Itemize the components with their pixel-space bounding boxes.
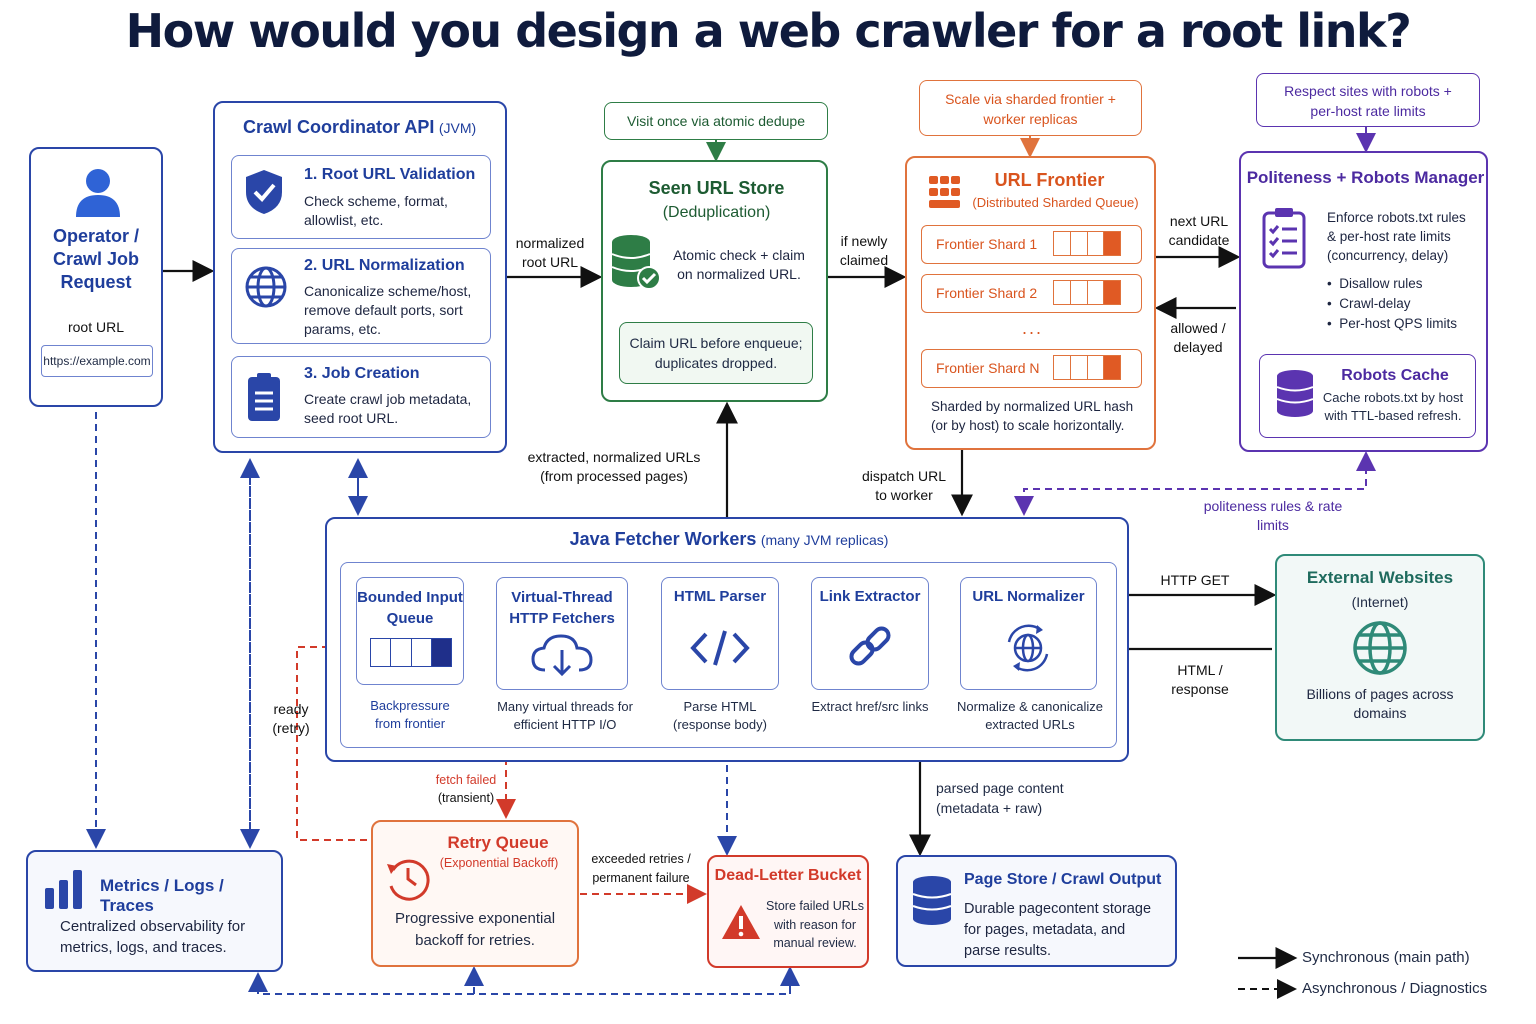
code-icon xyxy=(690,630,750,666)
warning-icon xyxy=(722,905,760,939)
coordinator-panel: Crawl Coordinator API (JVM) 1. Root URL … xyxy=(213,101,507,453)
root-url-field[interactable]: https://example.com xyxy=(41,345,153,377)
edge-label-dispatch: dispatch URL to worker xyxy=(861,468,947,503)
politeness-desc: Enforce robots.txt rules & per-host rate… xyxy=(1327,210,1466,263)
clipboard-icon xyxy=(248,373,280,421)
seen-store-subtitle: (Deduplication) xyxy=(662,204,771,221)
stage-html-parser: HTML Parser xyxy=(661,577,779,690)
user-icon xyxy=(76,169,120,217)
frontier-shard: Frontier Shard N xyxy=(921,349,1142,388)
step-root-validation: 1. Root URL Validation Check scheme, for… xyxy=(231,155,491,239)
globe-icon xyxy=(245,266,287,308)
external-panel: External Websites (Internet) Billions of… xyxy=(1275,554,1485,741)
retry-panel: Retry Queue (Exponential Backoff) Progre… xyxy=(371,820,579,967)
database-check-icon xyxy=(611,235,661,290)
stage-caption: Many virtual threads for efficient HTTP … xyxy=(497,699,633,732)
robots-cache: Robots Cache Cache robots.txt by host wi… xyxy=(1259,354,1476,438)
page-store-desc: Durable pagecontent storage for pages, m… xyxy=(964,901,1152,959)
checklist-icon xyxy=(1262,208,1306,269)
legend-sync: Synchronous (main path) xyxy=(1302,949,1470,966)
legend-async: Asynchronous / Diagnostics xyxy=(1302,980,1488,997)
frontier-title: URL Frontier xyxy=(994,170,1105,190)
edge-label-html-response: HTML / response xyxy=(1171,662,1229,697)
stage-caption: Backpressure from frontier xyxy=(370,698,450,731)
frontier-ellipsis: ... xyxy=(1021,318,1043,338)
edge-label-normalized-root: normalized root URL xyxy=(515,235,585,270)
edge-label-transient: (transient) xyxy=(437,791,495,805)
stage-link-extractor: Link Extractor xyxy=(811,577,929,690)
stage-url-normalizer: URL Normalizer xyxy=(960,577,1097,690)
stage-caption: Parse HTML (response body) xyxy=(673,699,767,732)
seen-store-note: Claim URL before enqueue; duplicates dro… xyxy=(619,322,813,384)
operator-title: Operator / Crawl Job Request xyxy=(52,226,140,292)
root-url-label: root URL xyxy=(67,319,125,335)
retry-title: Retry Queue xyxy=(447,833,549,852)
stage-caption: Extract href/src links xyxy=(811,699,929,714)
edge-label-if-newly: if newly claimed xyxy=(839,233,889,268)
step-job-creation: 3. Job Creation Create crawl job metadat… xyxy=(231,356,491,438)
edge-label-ready: ready (retry) xyxy=(272,701,310,736)
edge-label-next-url: next URL candidate xyxy=(1168,213,1230,248)
edge-label-exceeded: exceeded retries / permanent failure xyxy=(591,852,691,885)
page-title: How would you design a web crawler for a… xyxy=(125,4,1412,58)
clock-retry-icon xyxy=(387,859,430,901)
frontier-note: Sharded by normalized URL hash (or by ho… xyxy=(931,399,1134,433)
frontier-shard: Frontier Shard 1 xyxy=(921,225,1142,264)
stage-bounded-queue: Bounded Input Queue xyxy=(356,577,464,685)
frontier-shard: Frontier Shard 2 xyxy=(921,274,1142,313)
page-store-title: Page Store / Crawl Output xyxy=(964,871,1162,888)
queue-slots-icon xyxy=(370,638,452,667)
cloud-download-icon xyxy=(531,634,593,677)
operator-panel: Operator / Crawl Job Request root URL ht… xyxy=(29,147,163,407)
page-store-panel: Page Store / Crawl Output Durable pageco… xyxy=(896,855,1177,967)
stage-http-fetchers: Virtual-Thread HTTP Fetchers xyxy=(496,577,628,690)
edge-label-politeness-rules: politeness rules & rate limits xyxy=(1203,498,1343,533)
dlq-title: Dead-Letter Bucket xyxy=(714,867,862,884)
retry-subtitle: (Exponential Backoff) xyxy=(439,856,559,870)
frontier-subtitle: (Distributed Sharded Queue) xyxy=(972,195,1139,210)
database-icon xyxy=(912,876,952,925)
frontier-panel: URL Frontier (Distributed Sharded Queue)… xyxy=(905,156,1156,450)
external-desc: Billions of pages across domains xyxy=(1306,686,1454,721)
metrics-title: Metrics / Logs / Traces xyxy=(100,876,224,915)
metrics-panel: Metrics / Logs / Traces Centralized obse… xyxy=(26,850,283,972)
external-title: External Websites xyxy=(1306,568,1454,587)
external-subtitle: (Internet) xyxy=(1351,594,1409,610)
dlq-panel: Dead-Letter Bucket Store failed URLs wit… xyxy=(707,855,869,968)
queue-blocks-icon xyxy=(929,176,960,208)
database-icon xyxy=(1276,370,1314,417)
dedupe-callout: Visit once via atomic dedupe xyxy=(604,102,828,140)
politeness-panel: Politeness + Robots Manager Enforce robo… xyxy=(1239,151,1488,452)
link-chain-icon xyxy=(849,626,891,666)
coordinator-title: Crawl Coordinator API (JVM) xyxy=(243,117,477,137)
edge-label-http-get: HTTP GET xyxy=(1160,572,1230,588)
politeness-title: Politeness + Robots Manager xyxy=(1246,168,1485,187)
seen-store-title: Seen URL Store xyxy=(648,178,785,198)
globe-icon xyxy=(1353,621,1407,675)
dlq-desc: Store failed URLs with reason for manual… xyxy=(766,899,864,950)
politeness-bullet: • Disallow rules xyxy=(1327,276,1423,291)
edge-label-allowed: allowed / delayed xyxy=(1170,320,1226,355)
seen-store-desc: Atomic check + claim on normalized URL. xyxy=(673,247,805,282)
seen-store-panel: Seen URL Store (Deduplication) Atomic ch… xyxy=(601,160,828,402)
globe-refresh-icon xyxy=(1007,624,1049,672)
edge-label-fetch-failed: fetch failed xyxy=(435,773,497,787)
edge-label-parsed: parsed page content (metadata + raw) xyxy=(936,780,1064,816)
stage-caption: Normalize & canonicalize extracted URLs xyxy=(957,699,1103,732)
scale-callout: Scale via sharded frontier + worker repl… xyxy=(919,80,1142,136)
bar-chart-icon xyxy=(45,870,82,909)
robots-callout: Respect sites with robots + per-host rat… xyxy=(1256,73,1480,127)
politeness-bullet: • Crawl-delay xyxy=(1327,296,1411,311)
shield-check-icon xyxy=(246,170,282,214)
politeness-bullet: • Per-host QPS limits xyxy=(1327,316,1458,331)
metrics-desc: Centralized observability for metrics, l… xyxy=(60,918,246,956)
workers-title: Java Fetcher Workers (many JVM replicas) xyxy=(569,529,889,549)
step-url-normalization: 2. URL Normalization Canonicalize scheme… xyxy=(231,248,491,344)
retry-desc: Progressive exponential backoff for retr… xyxy=(394,910,556,949)
edge-label-extracted: extracted, normalized URLs (from process… xyxy=(527,449,701,484)
